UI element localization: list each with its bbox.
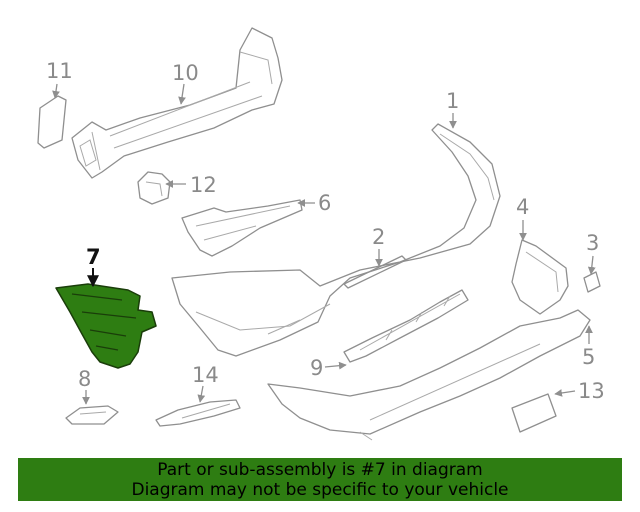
- part-1-bumper-cover: [171, 123, 501, 357]
- part-5-diffuser: [267, 309, 591, 441]
- callout-12: 12: [190, 173, 217, 197]
- part-3-cap: [583, 271, 601, 293]
- callout-8: 8: [78, 367, 91, 391]
- part-4-lower-valance: [511, 239, 569, 315]
- notice-line-1: Part or sub-assembly is #7 in diagram: [157, 460, 483, 480]
- callout-10: 10: [172, 61, 199, 85]
- parts-diagram: 1 2 3 4 5 6 7 8 9 10 11 12 13 14: [37, 27, 605, 441]
- callout-2: 2: [372, 225, 385, 249]
- callout-1: 1: [446, 89, 459, 113]
- notice-line-2: Diagram may not be specific to your vehi…: [131, 480, 509, 500]
- part-10-reinforcement-beam: [71, 27, 283, 179]
- notice-banner: Part or sub-assembly is #7 in diagram Di…: [18, 458, 622, 501]
- callout-14: 14: [192, 363, 219, 387]
- callout-6: 6: [318, 191, 331, 215]
- callout-13: 13: [578, 379, 605, 403]
- part-14-trim: [155, 399, 241, 427]
- part-13-plate: [511, 393, 557, 433]
- callout-5: 5: [582, 345, 595, 369]
- part-6-side-bracket: [181, 199, 303, 257]
- callout-11: 11: [46, 59, 73, 83]
- part-12-bracket: [137, 171, 171, 205]
- part-11-pad: [37, 95, 67, 149]
- callout-7: 7: [86, 245, 101, 269]
- part-7-highlighted-bracket: [55, 283, 157, 369]
- part-9-inner-bracket: [343, 289, 469, 363]
- callout-9: 9: [310, 356, 323, 380]
- callout-4: 4: [516, 195, 529, 219]
- callout-3: 3: [586, 231, 599, 255]
- part-8-reflector: [65, 405, 119, 425]
